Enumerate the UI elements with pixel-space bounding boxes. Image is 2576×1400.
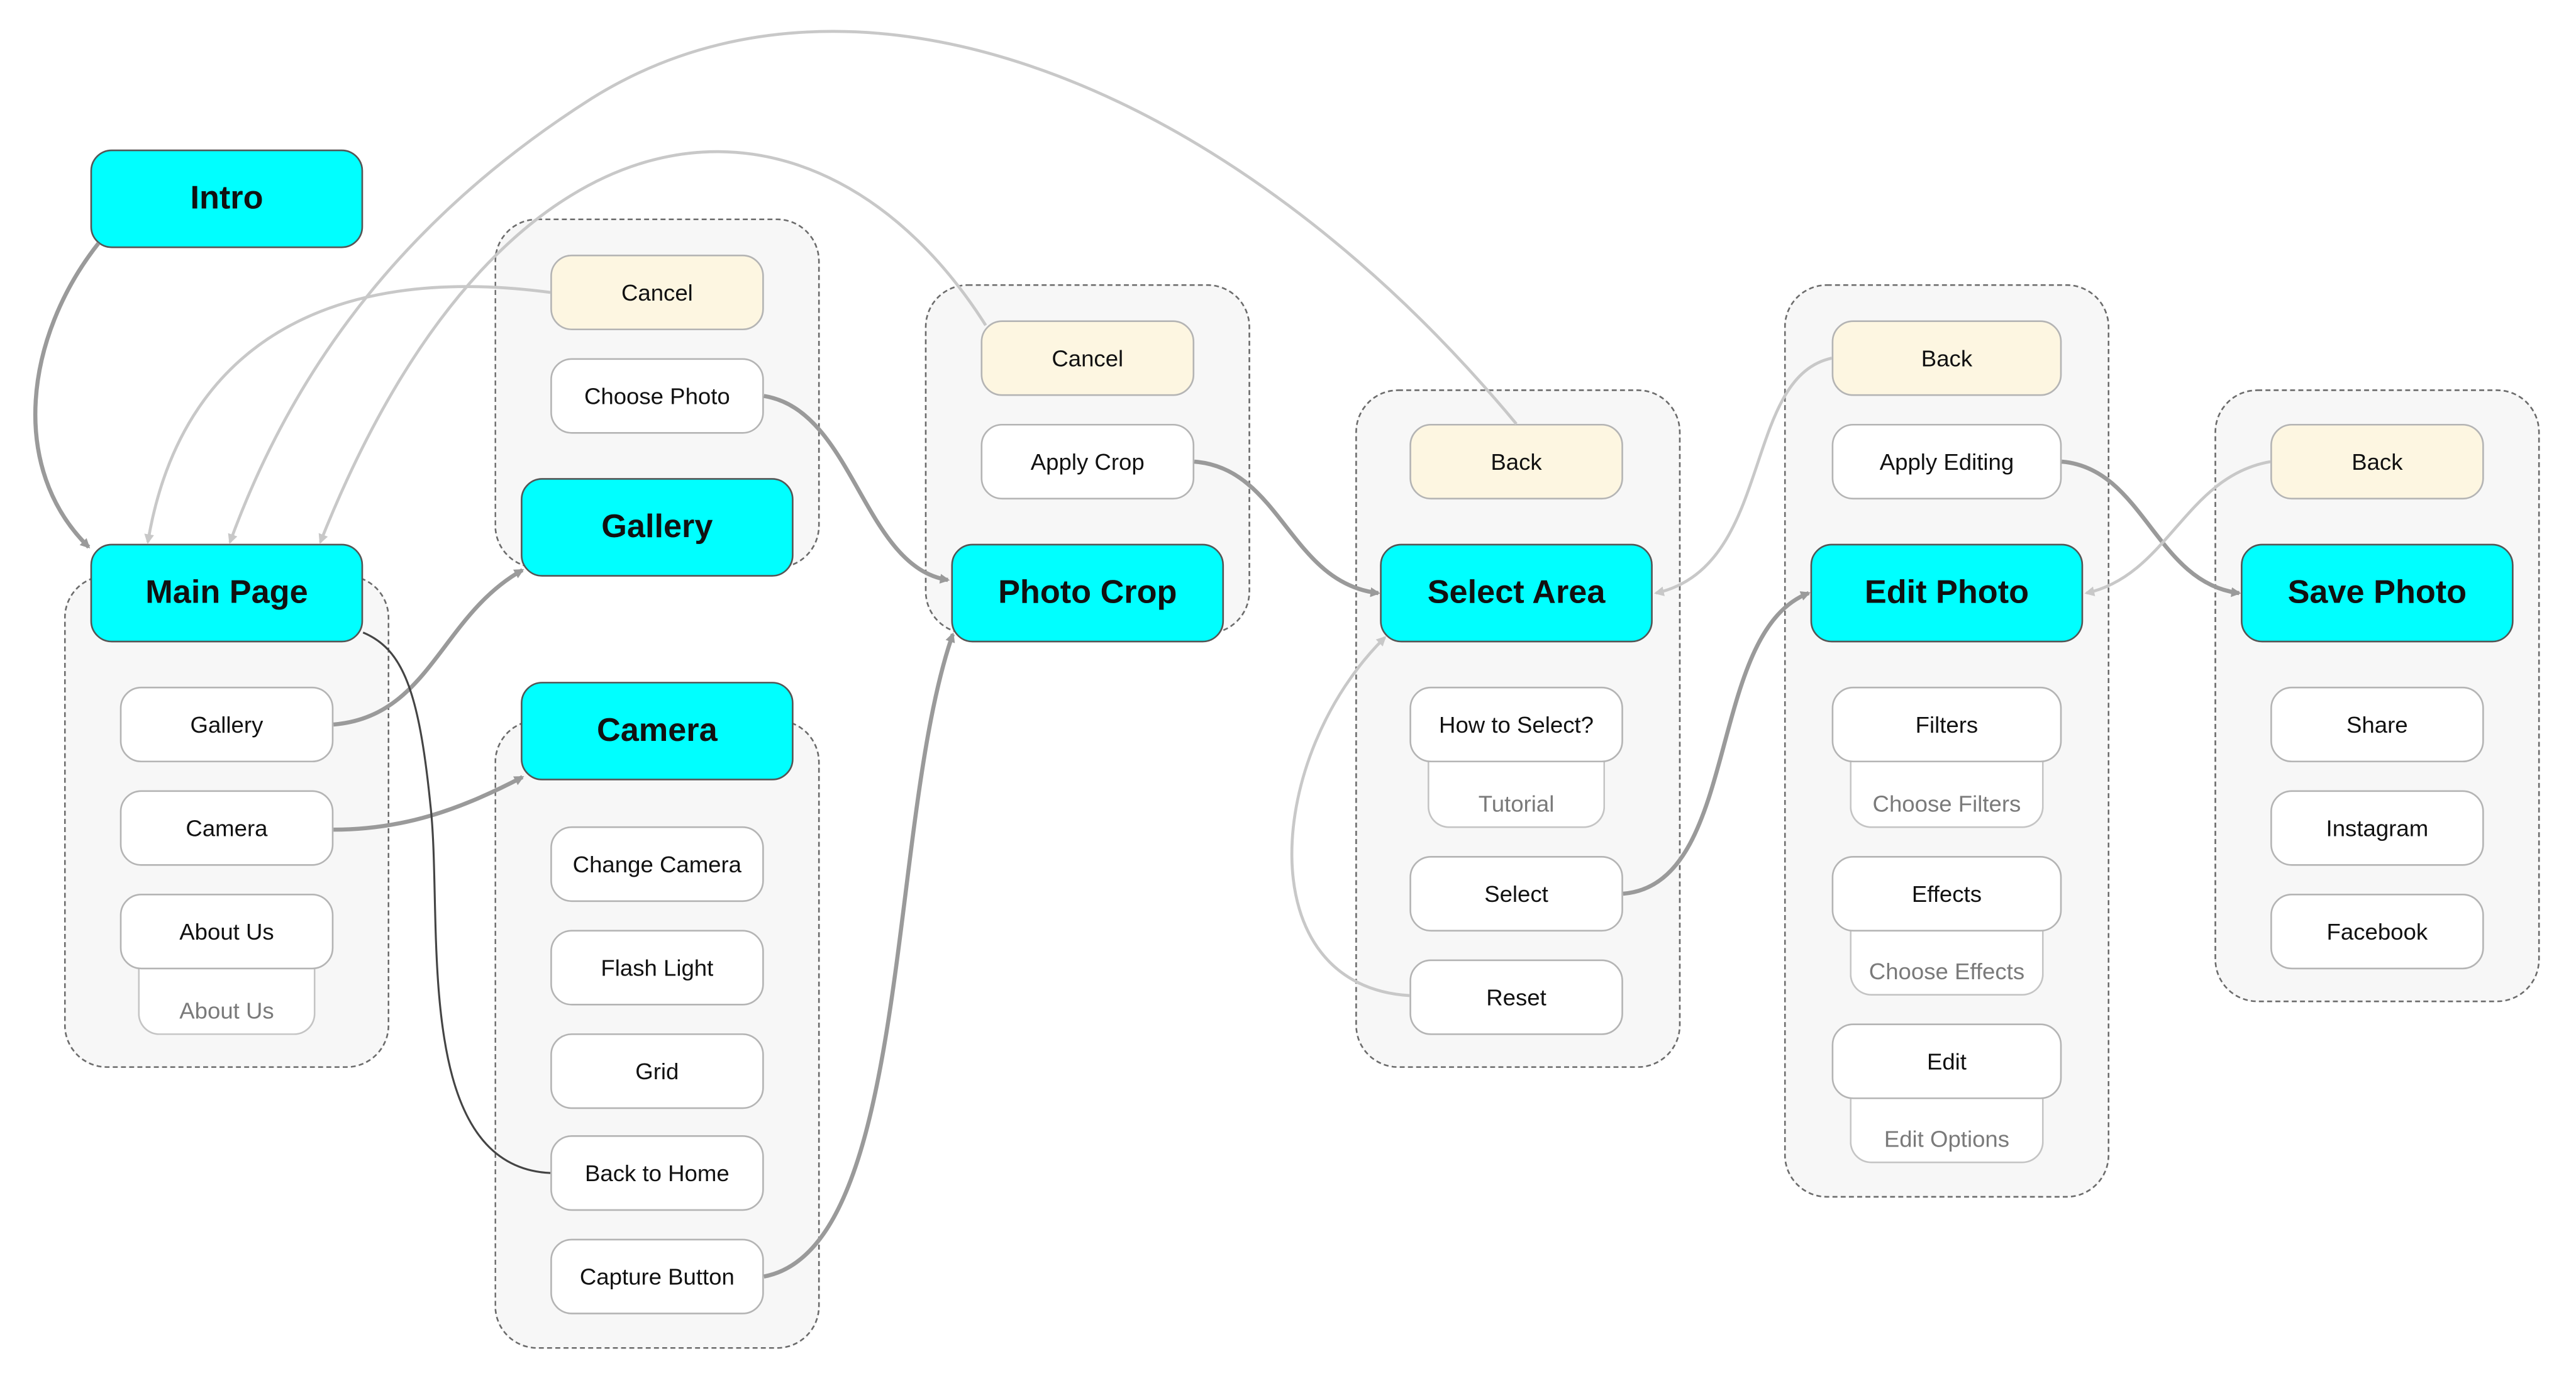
main-camera-button[interactable]: Camera (119, 790, 334, 866)
tutorial-sub-label: Tutorial (1428, 755, 1606, 828)
gallery-cancel-button[interactable]: Cancel (550, 254, 764, 331)
select-button[interactable]: Select (1409, 855, 1623, 932)
about-us-sub-label: About Us (138, 962, 316, 1035)
main-gallery-button[interactable]: Gallery (119, 686, 334, 763)
choose-effects-sub-label: Choose Effects (1850, 923, 2044, 996)
camera-screen[interactable]: Camera (521, 682, 794, 781)
choose-photo-button[interactable]: Choose Photo (550, 358, 764, 434)
select-area-screen[interactable]: Select Area (1380, 543, 1653, 643)
select-area-back-button[interactable]: Back (1409, 423, 1623, 500)
capture-button[interactable]: Capture Button (550, 1238, 764, 1314)
change-camera-button[interactable]: Change Camera (550, 826, 764, 903)
edit-photo-screen[interactable]: Edit Photo (1810, 543, 2084, 643)
flash-light-button[interactable]: Flash Light (550, 930, 764, 1006)
filters-button[interactable]: Filters (1831, 686, 2062, 763)
effects-button[interactable]: Effects (1831, 855, 2062, 932)
select-back-to-main-link (228, 30, 1518, 544)
main-page-screen[interactable]: Main Page (90, 543, 364, 643)
apply-crop-button[interactable]: Apply Crop (980, 423, 1195, 500)
apply-editing-button[interactable]: Apply Editing (1831, 423, 2062, 500)
choose-filters-sub-label: Choose Filters (1850, 755, 2044, 828)
facebook-button[interactable]: Facebook (2270, 894, 2484, 970)
edit-button[interactable]: Edit (1831, 1023, 2062, 1099)
back-to-home-button[interactable]: Back to Home (550, 1135, 764, 1211)
share-button[interactable]: Share (2270, 686, 2484, 763)
intro-screen[interactable]: Intro (90, 149, 364, 248)
edit-photo-back-button[interactable]: Back (1831, 320, 2062, 396)
gallery-screen[interactable]: Gallery (521, 478, 794, 577)
main-about-us-button[interactable]: About Us (119, 894, 334, 970)
save-photo-back-button[interactable]: Back (2270, 423, 2484, 500)
photo-crop-screen[interactable]: Photo Crop (951, 543, 1224, 643)
gallery-cancel-to-main-link (144, 285, 551, 545)
edit-options-sub-label: Edit Options (1850, 1091, 2044, 1164)
instagram-button[interactable]: Instagram (2270, 790, 2484, 866)
grid-button[interactable]: Grid (550, 1033, 764, 1109)
intro-to-main-link (33, 242, 101, 549)
save-photo-screen[interactable]: Save Photo (2241, 543, 2514, 643)
crop-cancel-button[interactable]: Cancel (980, 320, 1195, 396)
reset-button[interactable]: Reset (1409, 959, 1623, 1035)
how-to-select-button[interactable]: How to Select? (1409, 686, 1623, 763)
